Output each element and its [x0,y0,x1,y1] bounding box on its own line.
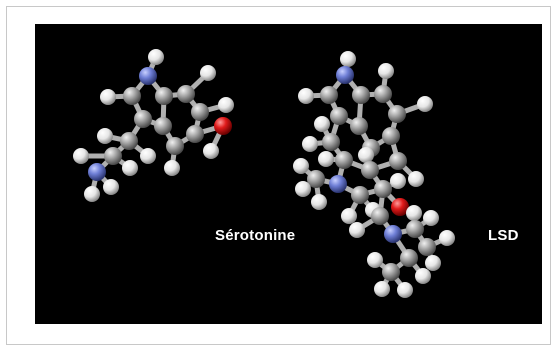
hydrogen-atom [358,147,374,163]
hydrogen-atom [218,97,234,113]
carbon-atom [134,110,152,128]
hydrogen-atom [439,230,455,246]
hydrogen-atom [293,158,309,174]
serotonin-molecule-model [73,49,234,202]
carbon-atom [320,86,338,104]
carbon-atom [406,220,424,238]
hydrogen-atom [73,148,89,164]
hydrogen-atom [295,181,311,197]
oxygen-atom [391,198,409,216]
carbon-atom [120,132,138,150]
carbon-atom [374,85,392,103]
hydrogen-atom [314,116,330,132]
hydrogen-atom [100,89,116,105]
carbon-atom [352,86,370,104]
nitrogen-atom [384,225,402,243]
hydrogen-atom [103,179,119,195]
hydrogen-atom [311,194,327,210]
carbon-atom [330,107,348,125]
nitrogen-atom [336,66,354,84]
hydrogen-atom [340,51,356,67]
hydrogen-atom [423,210,439,226]
serotonin-label: Sérotonine [215,227,296,244]
carbon-atom [418,238,436,256]
hydrogen-atom [318,151,334,167]
hydrogen-atom [374,281,390,297]
hydrogen-atom [390,173,406,189]
oxygen-atom [214,117,232,135]
nitrogen-atom [329,175,347,193]
hydrogen-atom [97,128,113,144]
carbon-atom [382,127,400,145]
carbon-atom [123,87,141,105]
hydrogen-atom [349,222,365,238]
carbon-atom [166,137,184,155]
hydrogen-atom [203,143,219,159]
carbon-atom [400,249,418,267]
molecule-illustration [73,49,455,298]
carbon-atom [155,87,173,105]
carbon-atom [154,117,172,135]
hydrogen-atom [298,88,314,104]
carbon-atom [388,105,406,123]
molecule-image-panel: Sérotonine LSD [35,24,542,324]
carbon-atom [389,152,407,170]
hydrogen-atom [148,49,164,65]
hydrogen-atom [417,96,433,112]
hydrogen-atom [406,205,422,221]
hydrogen-atom [302,136,318,152]
carbon-atom [371,207,389,225]
hydrogen-atom [425,255,441,271]
hydrogen-atom [415,268,431,284]
hydrogen-atom [408,171,424,187]
nitrogen-atom [139,67,157,85]
hydrogen-atom [140,148,156,164]
lsd-molecule-model [293,51,455,298]
figure-border [6,6,551,345]
hydrogen-atom [378,63,394,79]
carbon-atom [382,263,400,281]
carbon-atom [322,133,340,151]
carbon-atom [307,170,325,188]
hydrogen-atom [397,282,413,298]
hydrogen-atom [341,208,357,224]
lsd-label: LSD [488,227,519,244]
carbon-atom [351,186,369,204]
hydrogen-atom [200,65,216,81]
carbon-atom [191,103,209,121]
carbon-atom [335,151,353,169]
hydrogen-atom [367,252,383,268]
hydrogen-atom [164,160,180,176]
carbon-atom [177,85,195,103]
hydrogen-atom [122,160,138,176]
atoms-layer [73,49,455,298]
carbon-atom [350,117,368,135]
carbon-atom [361,161,379,179]
carbon-atom [104,147,122,165]
nitrogen-atom [88,163,106,181]
hydrogen-atom [84,186,100,202]
carbon-atom [374,180,392,198]
carbon-atom [186,125,204,143]
